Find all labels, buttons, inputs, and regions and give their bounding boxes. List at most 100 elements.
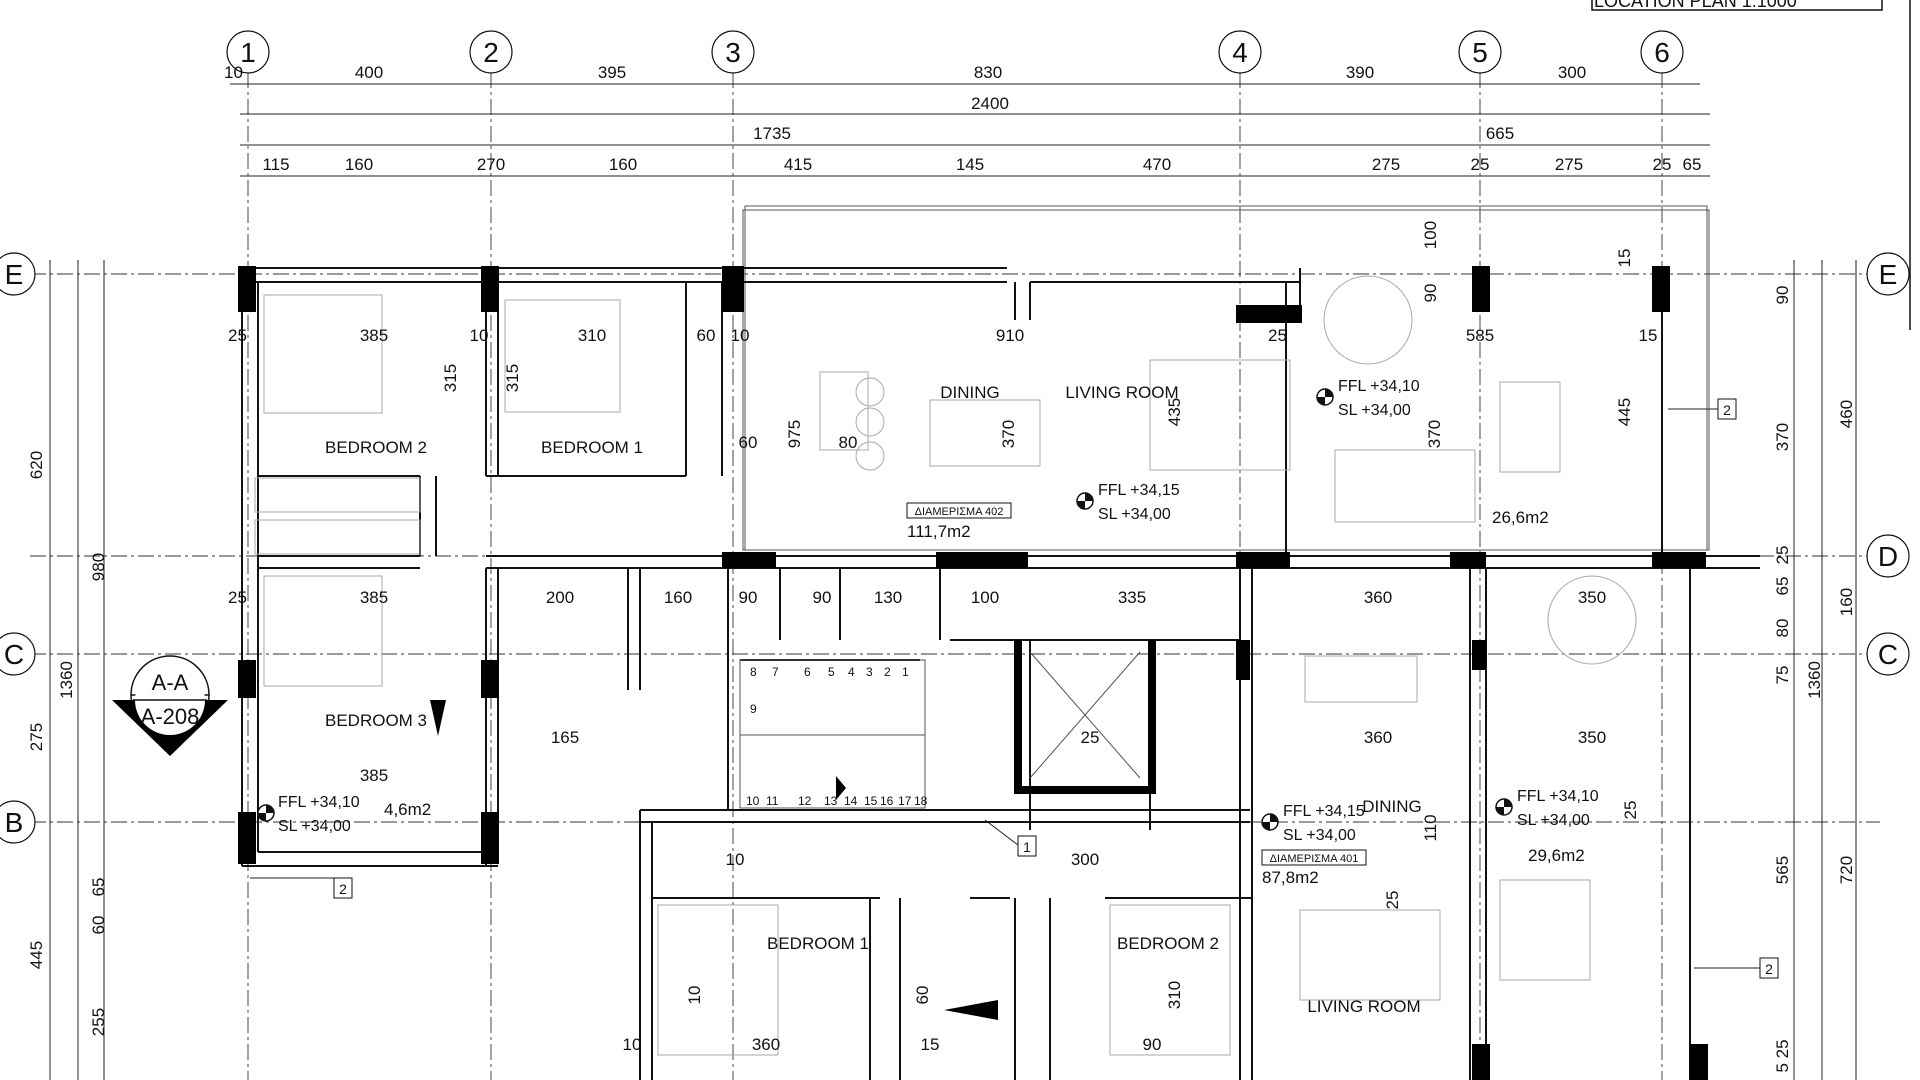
dim-text: 60 bbox=[89, 916, 108, 935]
stair-step-numbers: 8 7 6 5 4 3 2 1 9 10 11 12 13 14 15 16 1… bbox=[746, 665, 928, 808]
room-label-dining: DINING bbox=[940, 383, 1000, 402]
grid-bubble-3: 3 bbox=[711, 30, 755, 74]
svg-text:2: 2 bbox=[1723, 402, 1731, 418]
veranda-area-top: 26,6m2 bbox=[1492, 508, 1549, 527]
dim-text: 25 bbox=[1653, 155, 1672, 174]
svg-text:FFL +34,10: FFL +34,10 bbox=[278, 794, 360, 811]
dim-text: 100 bbox=[1421, 221, 1440, 249]
grid-bubble-2: 2 bbox=[469, 30, 513, 74]
svg-text:4: 4 bbox=[1232, 37, 1248, 68]
dim-text: 1735 bbox=[753, 124, 791, 143]
svg-text:16: 16 bbox=[880, 794, 894, 808]
dim-text: 720 bbox=[1837, 856, 1856, 884]
svg-text:3: 3 bbox=[866, 665, 873, 679]
dim-text: 310 bbox=[578, 326, 606, 345]
level-marker-2: FFL +34,15 SL +34,00 bbox=[1076, 482, 1180, 523]
dim-text: 115 bbox=[262, 155, 289, 174]
dim-text: 270 bbox=[477, 155, 505, 174]
dim-text: 60 bbox=[739, 433, 758, 452]
north-arrow-marker bbox=[430, 700, 446, 736]
grid-bubble-5: 5 bbox=[1458, 30, 1502, 74]
room-label-bedroom-1-401: BEDROOM 1 bbox=[767, 934, 869, 953]
apartment-402-area: 111,7m2 bbox=[907, 522, 971, 541]
dim-text: 160 bbox=[664, 588, 692, 607]
section-marker: A-A A-208 bbox=[112, 655, 228, 756]
callout-tag-2c: 2 bbox=[1694, 957, 1779, 979]
grid-lines-vertical bbox=[247, 72, 1663, 1080]
svg-text:FFL +34,15: FFL +34,15 bbox=[1283, 803, 1365, 820]
room-label-living-room: LIVING ROOM bbox=[1065, 383, 1178, 402]
svg-text:1: 1 bbox=[902, 665, 909, 679]
grid-bubble-1: 1 bbox=[226, 30, 270, 74]
dim-text: 310 bbox=[1165, 981, 1184, 1009]
dim-text: 25 bbox=[1773, 546, 1792, 565]
room-label-bedroom-2-401: BEDROOM 2 bbox=[1117, 934, 1219, 953]
dim-text: 275 bbox=[27, 723, 46, 751]
dim-text: 25 bbox=[228, 326, 247, 345]
dim-text: 390 bbox=[1346, 63, 1374, 82]
dim-text: 275 bbox=[1372, 155, 1400, 174]
dim-text: 10 bbox=[685, 986, 704, 1005]
dim-text: 315 bbox=[441, 364, 460, 392]
grid-bubble-4: 4 bbox=[1218, 30, 1262, 74]
dim-text: 100 bbox=[971, 588, 999, 607]
top-dimension-chains: 10 400 395 830 390 300 2400 1735 665 115… bbox=[224, 63, 1710, 177]
dim-text: 90 bbox=[739, 588, 758, 607]
svg-text:B: B bbox=[5, 807, 24, 838]
room-label-dining-401: DINING bbox=[1362, 797, 1422, 816]
room-labels: BEDROOM 2 BEDROOM 1 DINING LIVING ROOM B… bbox=[325, 383, 1422, 1016]
svg-text:7: 7 bbox=[772, 665, 779, 679]
dim-text: 1360 bbox=[1805, 661, 1824, 699]
level-marker-3: FFL +34,10 SL +34,00 bbox=[1316, 378, 1420, 419]
svg-text:FFL +34,10: FFL +34,10 bbox=[1517, 788, 1599, 805]
level-marker-4: FFL +34,15 SL +34,00 bbox=[1261, 803, 1365, 844]
dim-text: 435 bbox=[1165, 398, 1184, 426]
dim-text: 2400 bbox=[971, 94, 1009, 113]
dim-text: 415 bbox=[784, 155, 812, 174]
grid-bubble-B-left: B bbox=[0, 800, 36, 844]
dim-text: 25 bbox=[1471, 155, 1490, 174]
dim-text: 385 bbox=[360, 588, 388, 607]
dim-text: 335 bbox=[1118, 588, 1146, 607]
dim-text: 160 bbox=[345, 155, 373, 174]
dim-text: 360 bbox=[1364, 728, 1392, 747]
svg-text:D: D bbox=[1878, 541, 1898, 572]
veranda-area-bottom: 29,6m2 bbox=[1528, 846, 1585, 865]
dim-text: 350 bbox=[1578, 728, 1606, 747]
left-dimension-chains: 620 980 1360 275 445 65 60 255 bbox=[27, 260, 108, 1080]
dim-text: 80 bbox=[1773, 619, 1792, 638]
dim-text: 300 bbox=[1071, 850, 1099, 869]
grid-bubble-E-left: E bbox=[0, 252, 36, 296]
dim-text: 975 bbox=[785, 420, 804, 448]
dim-text: 160 bbox=[609, 155, 637, 174]
dim-text: 620 bbox=[27, 451, 46, 479]
dim-text: 585 bbox=[1466, 326, 1494, 345]
apartment-402: ΔΙΑΜΕΡΙΣΜΑ 402 111,7m2 bbox=[906, 502, 1012, 541]
apartment-401: ΔΙΑΜΕΡΙΣΜΑ 401 87,8m2 bbox=[1261, 849, 1367, 887]
dim-text: 10 bbox=[726, 850, 745, 869]
svg-text:FFL +34,15: FFL +34,15 bbox=[1098, 482, 1180, 499]
dim-text: 90 bbox=[813, 588, 832, 607]
dim-text: 910 bbox=[996, 326, 1024, 345]
svg-text:12: 12 bbox=[798, 794, 812, 808]
dim-text: 445 bbox=[27, 941, 46, 969]
section-marker-top: A-A bbox=[152, 670, 189, 695]
dim-text: 15 bbox=[921, 1035, 940, 1054]
svg-text:2: 2 bbox=[884, 665, 891, 679]
grid-bubble-C-left: C bbox=[0, 632, 36, 676]
svg-text:E: E bbox=[1879, 259, 1898, 290]
dim-text: 145 bbox=[956, 155, 984, 174]
dim-text: 565 bbox=[1773, 856, 1792, 884]
room-label-bedroom-2: BEDROOM 2 bbox=[325, 438, 427, 457]
svg-text:2: 2 bbox=[483, 37, 499, 68]
svg-text:10: 10 bbox=[746, 794, 760, 808]
dim-text: 275 bbox=[1555, 155, 1583, 174]
dim-text: 130 bbox=[874, 588, 902, 607]
dim-text: 360 bbox=[1364, 588, 1392, 607]
level-marker-5: FFL +34,10 SL +34,00 bbox=[1495, 788, 1599, 829]
callout-tag-2a: 2 bbox=[250, 877, 353, 899]
svg-text:SL +34,00: SL +34,00 bbox=[1283, 827, 1356, 844]
dim-text: 300 bbox=[1558, 63, 1586, 82]
svg-text:C: C bbox=[4, 639, 24, 670]
dim-text: 65 bbox=[1773, 577, 1792, 596]
